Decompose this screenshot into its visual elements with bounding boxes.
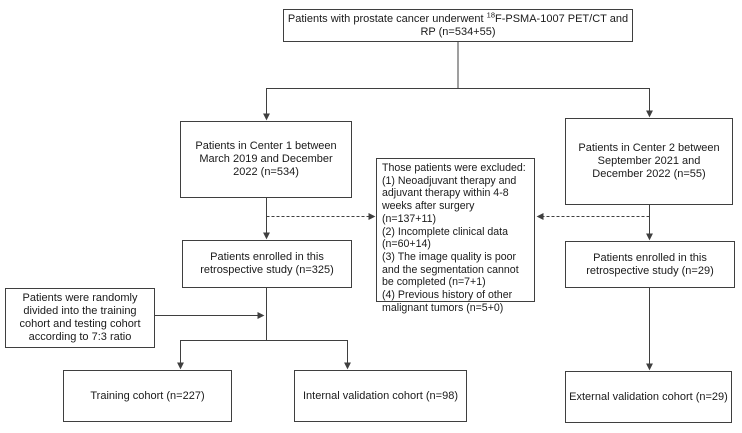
- exclusion-item-4: (4) Previous history of other malignant …: [382, 289, 513, 314]
- node-training-cohort-label: Training cohort (n=227): [90, 389, 205, 402]
- node-enrolled-center1-label: Patients enrolled in this retrospective …: [200, 251, 334, 276]
- node-random-split-note: Patients were randomly divided into the …: [5, 288, 155, 348]
- node-training-cohort: Training cohort (n=227): [63, 370, 232, 422]
- node-external-validation-label: External validation cohort (n=29): [569, 390, 728, 403]
- node-center2-label: Patients in Center 2 between September 2…: [578, 142, 720, 180]
- exclusion-item-1: (1) Neoadjuvant therapy and adjuvant the…: [382, 174, 517, 225]
- node-top-line2: RP (n=534+55): [420, 25, 496, 38]
- isotope-superscript: 18: [486, 9, 495, 19]
- node-enrolled-center2-label: Patients enrolled in this retrospective …: [586, 251, 714, 277]
- node-center2: Patients in Center 2 between September 2…: [565, 118, 733, 205]
- node-center1-label: Patients in Center 1 between March 2019 …: [195, 140, 337, 178]
- exclusion-item-2: (2) Incomplete clinical data (n=60+14): [382, 225, 509, 251]
- exclusion-title: Those patients were excluded:: [382, 162, 526, 174]
- node-top-population: Patients with prostate cancer underwent …: [283, 9, 633, 42]
- exclusion-item-3: (3) The image quality is poor and the se…: [382, 250, 519, 289]
- node-internal-validation-cohort: Internal validation cohort (n=98): [294, 370, 467, 422]
- node-top-line1: Patients with prostate cancer underwent …: [287, 9, 629, 25]
- node-external-validation-cohort: External validation cohort (n=29): [565, 371, 732, 423]
- node-enrolled-center1: Patients enrolled in this retrospective …: [182, 240, 352, 288]
- node-enrolled-center2: Patients enrolled in this retrospective …: [565, 241, 735, 288]
- node-center1: Patients in Center 1 between March 2019 …: [180, 121, 352, 198]
- node-exclusion-criteria: Those patients were excluded: (1) Neoadj…: [376, 158, 535, 314]
- node-random-split-label: Patients were randomly divided into the …: [19, 292, 141, 343]
- node-internal-validation-label: Internal validation cohort (n=98): [302, 389, 458, 402]
